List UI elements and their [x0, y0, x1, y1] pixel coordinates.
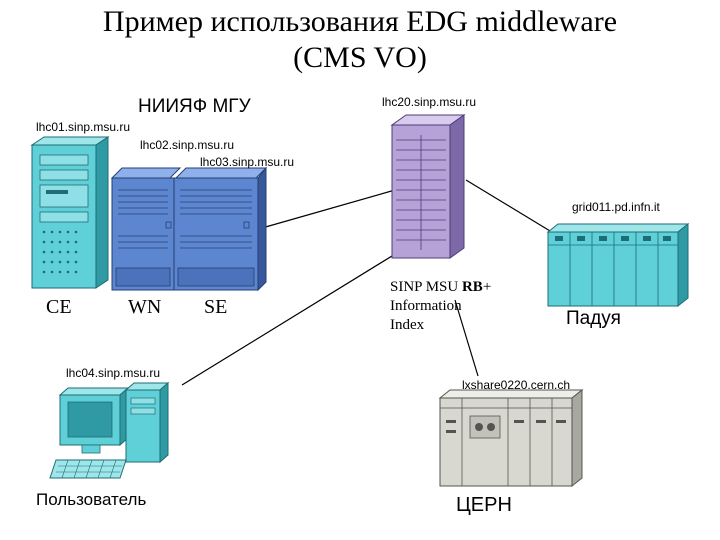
link-msu-rb	[261, 189, 396, 229]
host-lhc02-label: lhc02.sinp.msu.ru	[140, 138, 235, 152]
host-lhc01-label: lhc01.sinp.msu.ru	[36, 120, 131, 134]
link-rb-padova	[465, 179, 556, 235]
link-user-rb	[181, 247, 406, 386]
cern-cluster-icon	[438, 388, 584, 488]
rb-label-line3: Index	[390, 317, 425, 333]
role-wn-label: WN	[128, 296, 162, 318]
user-workstation-icon	[49, 381, 170, 479]
ce-server-icon	[30, 136, 110, 289]
page-title-line2: (CMS VO)	[293, 41, 427, 74]
host-lhc03-label: lhc03.sinp.msu.ru	[200, 155, 295, 169]
rb-label-suffix: +	[482, 279, 492, 295]
link-rb-cern	[454, 299, 479, 377]
user-name: Пользователь	[36, 490, 147, 509]
host-grid011-label: grid011.pd.infn.it	[572, 200, 660, 214]
site-msu-name: НИИЯФ МГУ	[138, 96, 251, 117]
wn-se-servers-icon	[110, 166, 268, 292]
rb-label-bold: RB	[461, 279, 483, 295]
host-lhc20-label: lhc20.sinp.msu.ru	[382, 95, 477, 109]
host-lhc04-label: lhc04.sinp.msu.ru	[66, 366, 161, 380]
role-se-label: SE	[204, 296, 228, 318]
padova-cluster-icon	[546, 222, 690, 308]
role-ce-label: CE	[46, 296, 72, 318]
rb-server-icon	[390, 114, 466, 259]
site-padova-name: Падуя	[566, 308, 621, 329]
connections	[181, 179, 556, 386]
page-title-line1: Пример использования EDG middleware	[102, 5, 618, 38]
host-lxshare-label: lxshare0220.cern.ch	[462, 378, 571, 392]
rb-label-prefix: SINP MSU	[390, 279, 462, 295]
rb-server-label: SINP MSU RB+ Information Index	[390, 278, 491, 335]
site-cern-name: ЦЕРН	[456, 494, 512, 516]
rb-label-line2: Information	[390, 298, 462, 314]
